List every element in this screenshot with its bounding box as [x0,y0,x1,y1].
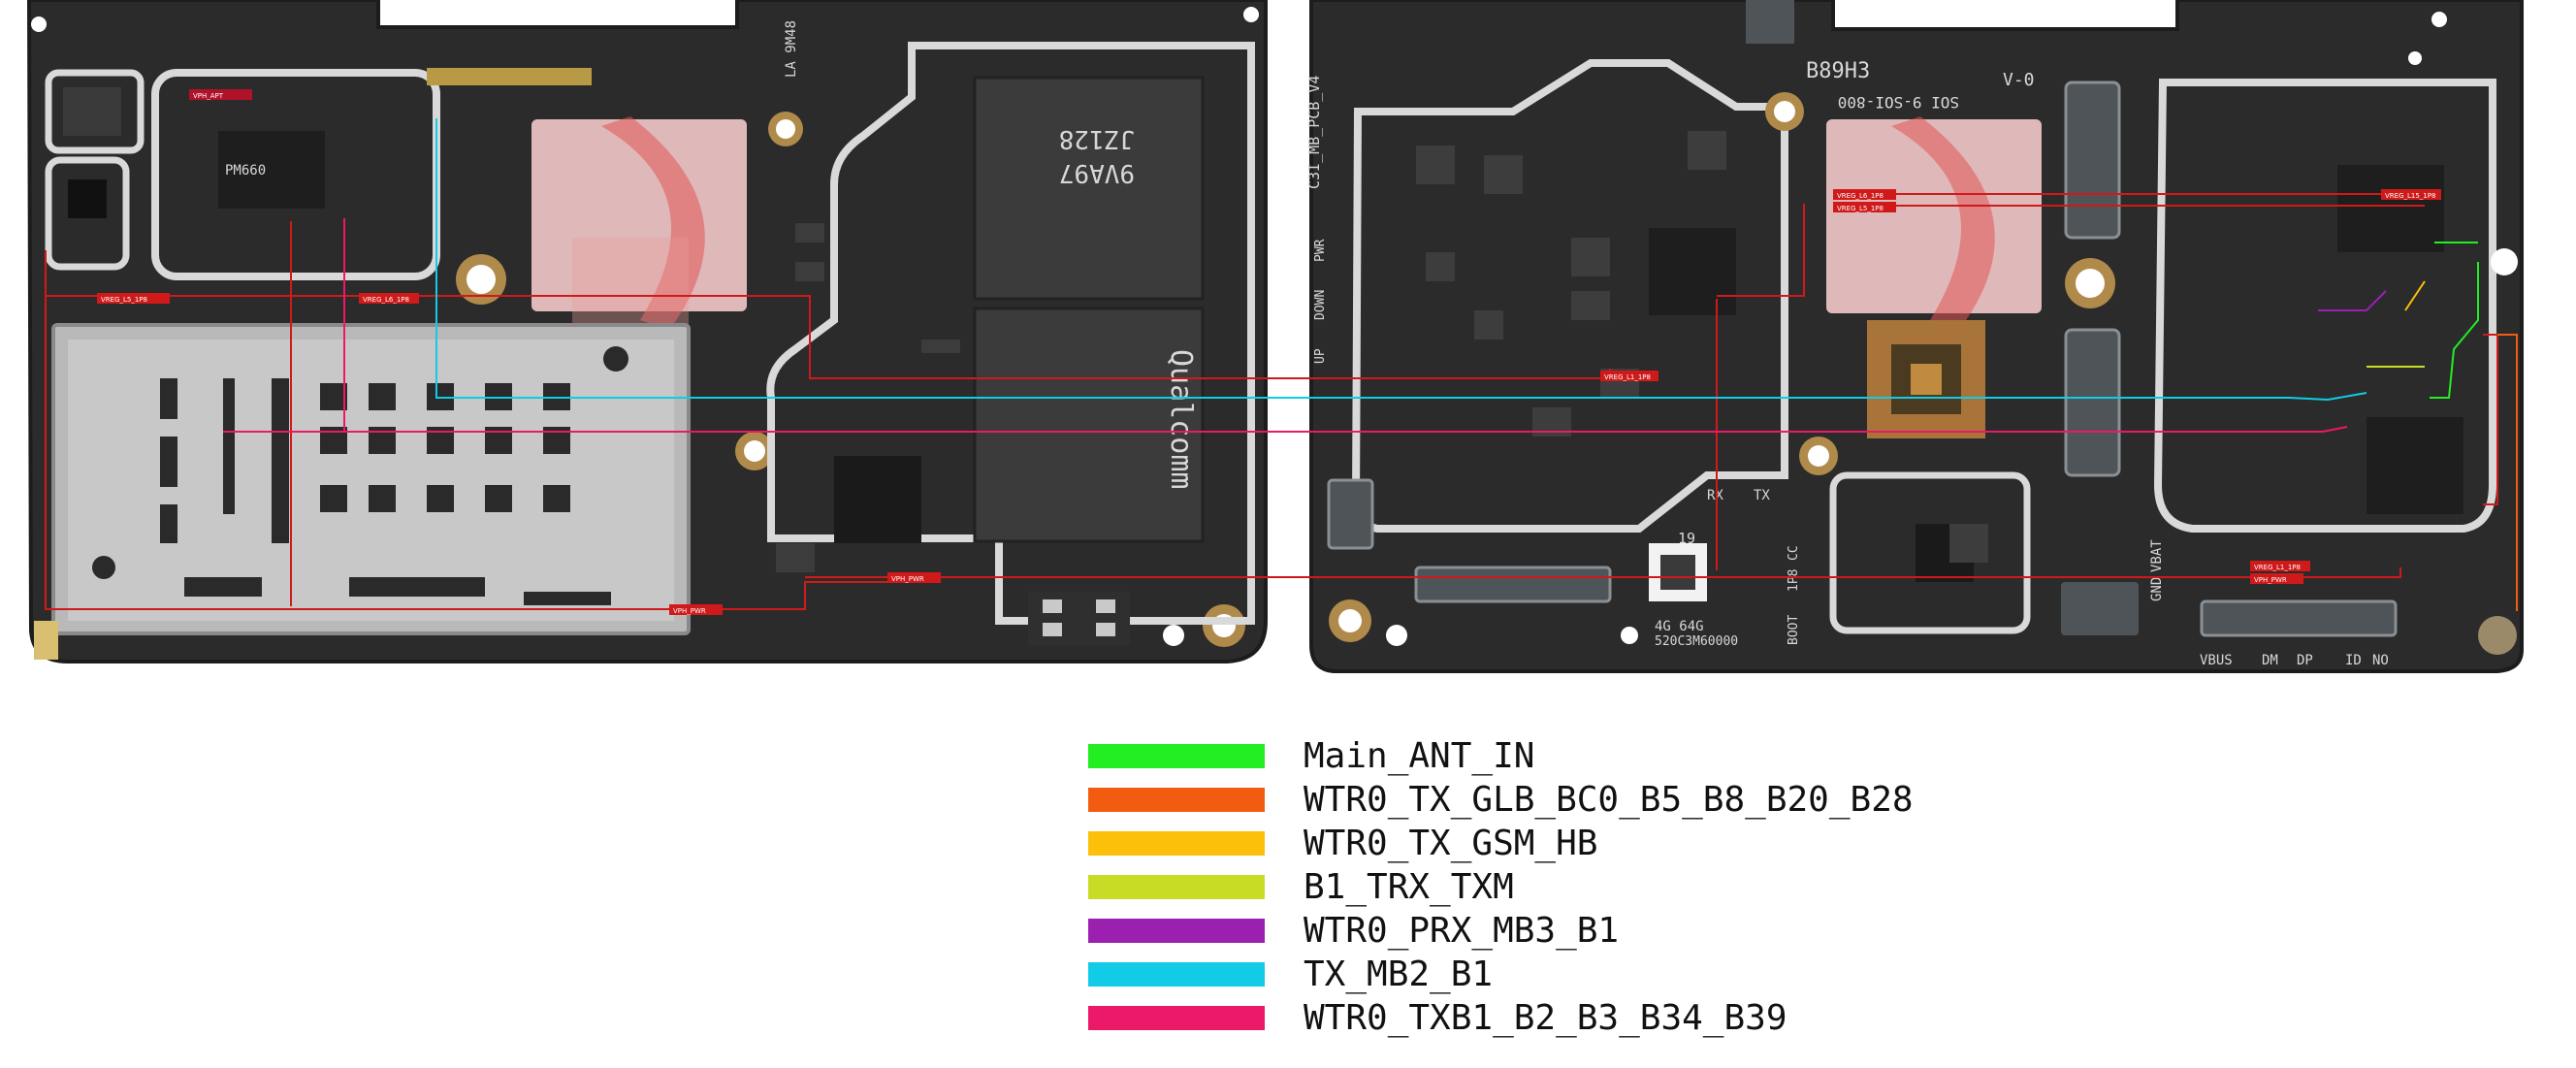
legend-label: WTR0_TX_GSM_HB [1304,824,1598,863]
gnd-label: GND [2149,577,2165,601]
legend-label: Main_ANT_IN [1304,736,1535,776]
emmc-chip [973,76,1205,301]
pcb-version-label: C3I_MB_PCB_V4 [1305,76,1323,189]
pwr-label: PWR [1313,239,1328,262]
net-label-tags: VREG_L5_1P8 VREG_L6_1P8 VPH_APT VPH_PWR … [97,89,2441,615]
board-version: V-0 [2003,70,2035,90]
net-label-vreg-l1-right: VREG_L1_1P8 [2254,564,2301,571]
net-label-vreg-l6-right: VREG_L6_1P8 [1837,192,1884,200]
legend-item: WTR0_TX_GSM_HB [1088,825,2155,868]
number-label: 19 [1678,530,1695,547]
serial-label: 520C3M60000 [1655,634,1738,649]
legend-swatch [1088,788,1265,812]
legend-swatch [1088,919,1265,943]
left-small-shield [45,69,145,154]
board-code-1: B89H3 [1806,59,1870,83]
net-label-vreg-l15: VREG_L15_1P8 [2385,192,2435,200]
1p8-label: 1P8 [1787,569,1801,592]
net-label-vph-pwr-tray: VPH_PWR [673,607,706,615]
left-board: PM660 9VA97 JZ128 Qualcomm [26,0,1268,663]
left-ic-marking: LA 9M48 [784,20,799,78]
cc-label: CC [1787,545,1801,561]
net-label-vph-pwr-left: VPH_PWR [891,575,924,583]
pcb-diagram: PM660 9VA97 JZ128 Qualcomm [26,0,2524,673]
legend-item: B1_TRX_TXM [1088,868,2155,912]
rx-label: RX [1707,488,1723,503]
legend-item: WTR0_TX_GLB_BC0_B5_B8_B20_B28 [1088,781,2155,825]
soc-chip [973,307,1205,543]
pcb-diagram-svg: PM660 9VA97 JZ128 Qualcomm [26,0,2524,673]
lcd-connector [1414,566,1612,603]
up-label: UP [1313,348,1328,364]
tx-label: TX [1754,488,1770,503]
net-label-vreg-l5: VREG_L5_1P8 [101,296,147,304]
legend-item: WTR0_PRX_MB3_B1 [1088,912,2155,955]
dp-label: DP [2297,653,2313,668]
legend-item: WTR0_TXB1_B2_B3_B34_B39 [1088,999,2155,1043]
emmc-marking-2: JZ128 [1059,124,1135,153]
dm-label: DM [2262,653,2278,668]
transceiver-chip [1649,228,1736,315]
left-soc-shield [766,42,1255,625]
net-label-vph-pwr-right: VPH_PWR [2254,576,2287,584]
boot-label: BOOT [1787,615,1801,645]
legend-label: WTR0_TXB1_B2_B3_B34_B39 [1304,998,1787,1038]
no-label: NO [2372,653,2389,668]
net-label-vreg-l1: VREG_L1_1P8 [1604,373,1651,381]
legend-label: WTR0_PRX_MB3_B1 [1304,911,1620,951]
legend-swatch [1088,875,1265,899]
right-board: C3I_MB_PCB_V4 B89H3 SOI 9-SOI-800 V-0 PW… [1305,0,2524,673]
legend-label: TX_MB2_B1 [1304,955,1494,994]
net-label-vreg-l6: VREG_L6_1P8 [363,296,409,304]
vbat-label: VBAT [2149,539,2165,572]
soc-brand: Qualcomm [1164,349,1198,490]
id-label: ID [2345,653,2362,668]
memory-label: 4G 64G [1655,619,1704,634]
net-label-vph-apt: VPH_APT [193,92,224,100]
board-code-2: SOI 9-SOI-800 [1838,93,1959,112]
svg-text:PM660: PM660 [225,163,266,178]
legend-item: Main_ANT_IN [1088,737,2155,781]
legend-label: B1_TRX_TXM [1304,867,1514,907]
right-pa-shield [2153,79,2496,533]
legend-swatch [1088,1006,1265,1030]
right-top-connector [2064,81,2121,240]
legend-swatch [1088,962,1265,987]
legend-swatch [1088,831,1265,856]
down-label: DOWN [1313,290,1328,320]
usb-connector [2200,599,2398,637]
net-label-vreg-l5-right: VREG_L5_1P8 [1837,205,1884,212]
emmc-marking-1: 9VA97 [1059,158,1135,187]
vbus-label: VBUS [2200,653,2233,668]
legend-label: WTR0_TX_GLB_BC0_B5_B8_B20_B28 [1304,780,1914,820]
legend-swatch [1088,744,1265,768]
legend-item: TX_MB2_B1 [1088,955,2155,999]
